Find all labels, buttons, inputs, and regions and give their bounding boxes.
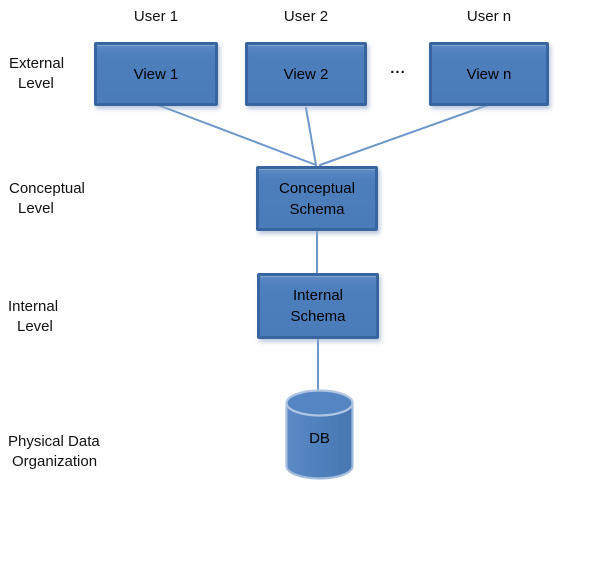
view-n-box: View n xyxy=(429,42,549,106)
external-level-line2: Level xyxy=(18,75,54,92)
view-2-box: View 2 xyxy=(245,42,367,106)
conceptual-schema-box: Conceptual Schema xyxy=(256,166,378,231)
database-label: DB xyxy=(309,430,330,447)
connector-view1-conceptual xyxy=(157,104,317,166)
physical-data-line1: Physical Data xyxy=(8,433,100,450)
user-n-label: User n xyxy=(466,8,512,25)
external-level-label: External Level xyxy=(9,54,64,94)
view-1-label: View 1 xyxy=(133,65,179,83)
conceptual-schema-label-line1: Conceptual xyxy=(279,179,355,197)
user-1-label: User 1 xyxy=(133,8,179,25)
views-ellipsis: ... xyxy=(390,60,406,77)
physical-data-line2: Organization xyxy=(12,453,98,470)
internal-schema-label-line1: Internal xyxy=(292,287,344,304)
internal-level-line2: Level xyxy=(17,318,53,335)
view-n-label: View n xyxy=(466,65,512,83)
conceptual-schema-label-line2: Schema xyxy=(289,200,345,218)
conceptual-level-line1: Conceptual xyxy=(9,180,85,197)
internal-schema-label-line2: Schema xyxy=(290,308,346,325)
internal-level-label: Internal Level xyxy=(8,297,58,337)
conceptual-level-line2: Level xyxy=(18,200,54,217)
connector-viewn-conceptual xyxy=(319,104,489,166)
database-cylinder-icon xyxy=(285,389,354,480)
conceptual-level-label: Conceptual Level xyxy=(9,179,85,219)
connector-view2-conceptual xyxy=(305,107,317,166)
physical-data-organization-label: Physical Data Organization xyxy=(8,432,100,472)
external-level-line1: External xyxy=(9,55,65,72)
user-2-label: User 2 xyxy=(283,8,329,25)
internal-schema-box: Internal Schema xyxy=(257,273,379,339)
internal-level-line1: Internal xyxy=(8,298,59,315)
view-2-label: View 2 xyxy=(283,65,329,83)
view-1-box: View 1 xyxy=(94,42,218,106)
